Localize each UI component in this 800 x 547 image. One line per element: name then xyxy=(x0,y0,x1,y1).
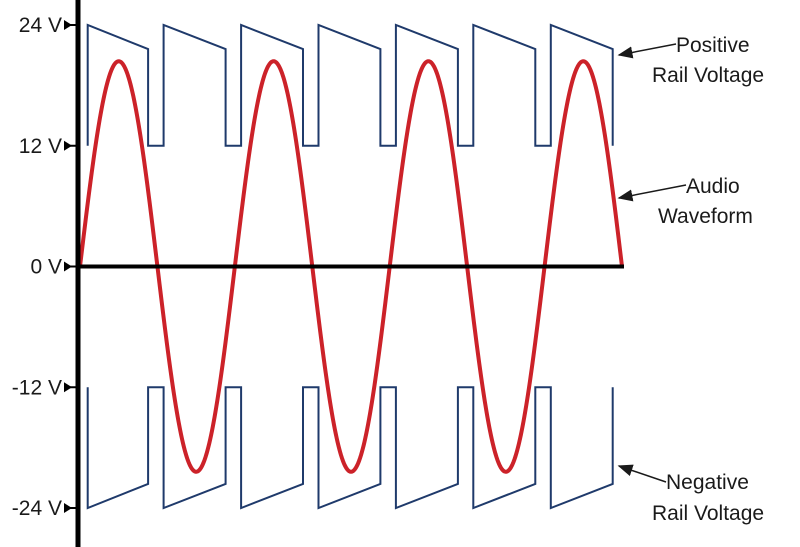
y-tick-label: 12 V xyxy=(19,135,62,158)
y-axis-ticks: 24 V 12 V 0 V -12 V -24 V xyxy=(12,14,78,520)
negative-annotation-label: Rail Voltage xyxy=(652,502,764,525)
y-tick-arrow xyxy=(64,20,72,30)
positive-annotation-arrow xyxy=(617,43,677,59)
negative-annotation-arrow xyxy=(617,464,667,483)
positive-annotation-label: Positive xyxy=(676,34,750,57)
y-tick-arrow xyxy=(64,140,72,151)
y-tick-label: -12 V xyxy=(12,376,62,399)
y-tick-arrow xyxy=(64,382,72,393)
y-tick-label: -24 V xyxy=(12,497,62,520)
audio-waveform-line xyxy=(78,59,624,474)
negative-rail-line xyxy=(86,386,614,510)
audio-waveform-series xyxy=(78,59,624,474)
positive-rail-line xyxy=(86,23,614,147)
audio-annotation-label: Audio xyxy=(686,175,740,198)
y-tick-label: 24 V xyxy=(19,14,62,37)
audio-annotation-label: Waveform xyxy=(658,205,753,228)
y-tick-arrow xyxy=(64,261,72,272)
audio-annotation-arrow xyxy=(617,184,687,202)
negative-annotation-label: Negative xyxy=(666,471,749,494)
positive-annotation-label: Rail Voltage xyxy=(652,64,764,87)
y-tick-arrow xyxy=(64,503,72,513)
axes xyxy=(75,0,624,547)
rail-voltage-series xyxy=(86,23,614,510)
y-tick-label: 0 V xyxy=(30,256,62,279)
